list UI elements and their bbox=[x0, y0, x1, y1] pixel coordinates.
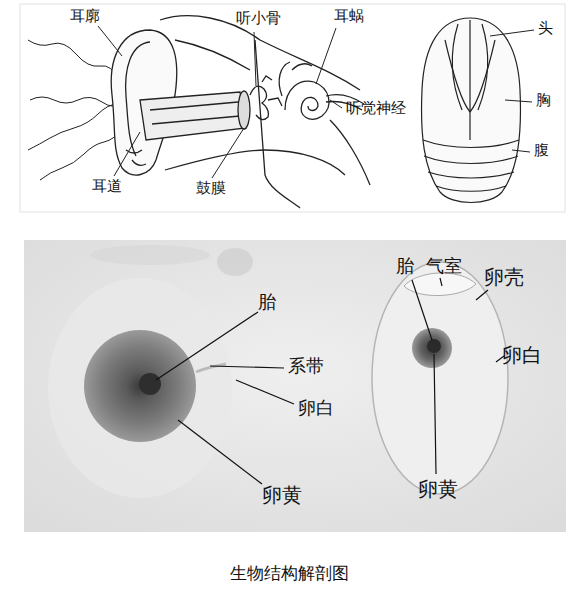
part-label: 腹 bbox=[534, 142, 549, 159]
caption: 生物结构解剖图 bbox=[230, 562, 349, 585]
part-label: 耳蜗 bbox=[334, 8, 364, 25]
part-label: 耳道 bbox=[92, 178, 122, 195]
part-label: 鼓膜 bbox=[196, 180, 226, 197]
air-cell bbox=[404, 273, 476, 296]
faded-mark bbox=[217, 248, 253, 276]
egg-yolk bbox=[84, 330, 196, 442]
part-label: 卵黄 bbox=[262, 484, 302, 506]
panel-frame bbox=[20, 4, 565, 212]
leader-lines bbox=[412, 278, 504, 474]
leader-lines bbox=[156, 312, 294, 484]
part-label: 听觉神经 bbox=[346, 100, 406, 117]
part-label: 胎 bbox=[396, 256, 414, 276]
pupa-drawing bbox=[422, 18, 521, 203]
part-label: 卵壳 bbox=[484, 266, 524, 288]
chalaza bbox=[196, 364, 226, 372]
embryo-disc bbox=[427, 339, 441, 353]
egg-white bbox=[48, 278, 232, 498]
part-label: 系带 bbox=[288, 356, 324, 376]
part-label: 听小骨 bbox=[236, 10, 281, 27]
part-label: 胎 bbox=[258, 292, 276, 312]
egg-yolk bbox=[412, 328, 452, 368]
part-label: 胸 bbox=[536, 92, 551, 109]
part-label: 卵白 bbox=[298, 398, 334, 418]
part-label: 卵白 bbox=[502, 344, 542, 366]
egg-shell bbox=[372, 262, 508, 494]
part-label: 耳廓 bbox=[70, 8, 100, 25]
part-label: 头 bbox=[538, 20, 553, 37]
ear-drawing bbox=[111, 16, 370, 208]
leader-lines bbox=[98, 26, 342, 178]
faded-mark bbox=[90, 245, 210, 265]
leader-lines bbox=[490, 30, 534, 152]
embryo-disc bbox=[139, 373, 161, 395]
part-label: 卵黄 bbox=[418, 478, 458, 500]
part-label: 气室 bbox=[426, 256, 462, 276]
sound-waves bbox=[28, 40, 126, 180]
photo-ground bbox=[24, 240, 566, 532]
